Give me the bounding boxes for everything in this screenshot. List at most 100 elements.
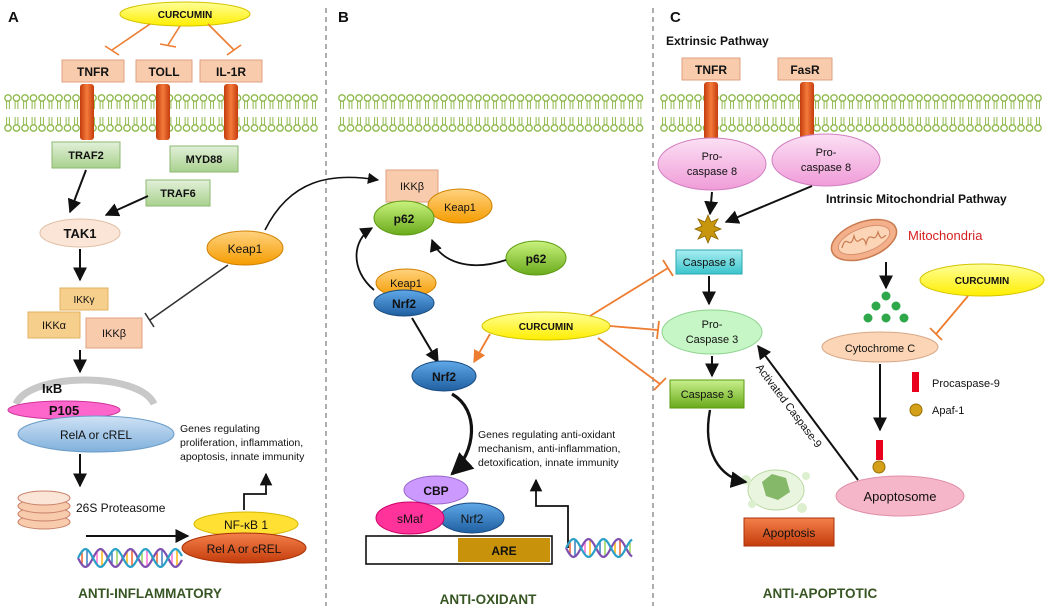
tak1-ellipse	[39, 218, 121, 248]
keap1-label-b: Keap1	[444, 202, 476, 214]
p62-label-free: p62	[526, 252, 547, 266]
procaspase8-left: Pro- caspase 8	[657, 137, 767, 191]
arrow-cycle	[355, 227, 375, 291]
rela-ellipse	[17, 415, 175, 453]
svg-text:IL-1R: IL-1R	[216, 65, 246, 79]
apoptosome-ellipse	[835, 475, 965, 517]
traf6-label: TRAF6	[160, 188, 195, 200]
apoptosome-label: Apoptosome	[864, 489, 937, 504]
svg-text:Pro-: Pro-	[816, 147, 837, 159]
cbp-ellipse	[403, 475, 469, 505]
svg-text:FasR: FasR	[790, 63, 820, 77]
ikk-gamma-box	[59, 287, 109, 311]
apoptosome-procaspase-icon	[876, 440, 883, 460]
arrow-transcription-b	[529, 478, 569, 548]
ikb-label: IκB	[42, 381, 62, 396]
caspase3-label: Caspase 3	[681, 389, 734, 401]
are-label: ARE	[491, 544, 516, 558]
panel-letter-a: A	[8, 9, 19, 26]
caspase3-box	[669, 379, 745, 409]
procaspase3-label-top: Pro-	[702, 319, 723, 331]
ikk-gamma-label: IKKγ	[73, 295, 94, 306]
activated-casp9-label: Activated Caspase-9	[753, 362, 824, 450]
curcumin-a-inhibitions	[104, 23, 242, 56]
nfkb1-label: NF-κB 1	[224, 518, 268, 532]
caspase8-box	[675, 249, 743, 275]
nrf2-ellipse-bound	[373, 289, 435, 317]
p62-ellipse-free	[505, 240, 567, 276]
procaspase3-ellipse	[661, 309, 763, 355]
myd88-box	[169, 145, 239, 173]
dna-helix-a	[77, 547, 183, 569]
activation-star-icon	[693, 213, 723, 245]
curcumin-label-a: CURCUMIN	[158, 10, 212, 21]
apoptotic-cell-icon	[741, 469, 810, 513]
keap1-ellipse-b	[427, 188, 493, 224]
arrow-traf2-tak1	[67, 169, 87, 214]
arrow-keap1-to-b	[264, 172, 380, 231]
arrow-nrf2-release	[411, 317, 439, 364]
proteasome-stack	[17, 490, 71, 530]
arrow-p62-recruit	[429, 238, 507, 267]
dna-helix-b	[565, 537, 633, 559]
ikk-beta-label-b: IKKβ	[400, 181, 424, 193]
receptor-tnfr-a: TNFR	[61, 59, 125, 140]
smaf-label: sMaf	[397, 512, 424, 526]
arrow-pc8-right-activation	[724, 185, 813, 224]
ikk-beta-label: IKKβ	[102, 328, 126, 340]
mitochondria-icon	[830, 218, 898, 262]
curcumin-b-to-c-inhibitions	[589, 259, 674, 391]
arrow-pc8-left-activation	[704, 191, 719, 216]
panel-letter-b: B	[338, 9, 349, 26]
ikk-alpha-label: IKKα	[42, 320, 67, 332]
svg-text:TNFR: TNFR	[77, 65, 109, 79]
apoptosome-apaf-icon	[872, 460, 886, 474]
nrf2-label-free: Nrf2	[432, 370, 456, 384]
title-anti-oxidant: ANTI-OXIDANT	[440, 592, 537, 607]
svg-text:caspase 8: caspase 8	[687, 166, 737, 178]
apaf1-label: Apaf-1	[932, 405, 964, 417]
keap1-label-a: Keap1	[228, 242, 263, 256]
svg-text:TOLL: TOLL	[148, 65, 179, 79]
receptor-tnfr-c: TNFR	[681, 57, 741, 140]
rela2-label: Rel A or cREL	[207, 542, 282, 556]
smaf-ellipse	[375, 501, 445, 535]
traf6-box	[145, 179, 211, 207]
curcumin-ellipse-a	[119, 1, 251, 27]
keap1-ellipse-a	[206, 230, 284, 266]
arrow-activated-casp9	[757, 344, 859, 481]
apoptosis-label: Apoptosis	[763, 526, 816, 540]
cytochrome-ellipse	[821, 331, 939, 363]
procaspase9-legend-icon	[912, 372, 919, 392]
ikb-arc	[12, 376, 158, 406]
rela2-ellipse	[181, 532, 307, 564]
curcumin-label-b: CURCUMIN	[519, 322, 573, 333]
procaspase3-label-bottom: Caspase 3	[686, 334, 739, 346]
arrow-traf6-tak1	[104, 195, 149, 217]
nrf2-label-complex: Nrf2	[461, 512, 484, 526]
keap1-inhibit-ikk	[144, 264, 229, 328]
title-anti-apoptotic: ANTI-APOPTOTIC	[763, 586, 878, 601]
apaf1-legend-icon	[909, 403, 923, 417]
nrf2-label-bound: Nrf2	[392, 297, 416, 311]
genes-text-a: Genes regulating proliferation, inflamma…	[180, 423, 306, 463]
caspase8-label: Caspase 8	[683, 257, 736, 269]
p62-label-complex: p62	[394, 212, 415, 226]
ikk-beta-box	[85, 317, 143, 349]
procaspase9-label: Procaspase-9	[932, 378, 1000, 390]
rela-label: RelA or cREL	[60, 428, 132, 442]
procaspase8-right: Pro- caspase 8	[771, 133, 881, 187]
svg-text:Pro-: Pro-	[702, 151, 723, 163]
cytochrome-label: Cytochrome C	[845, 343, 915, 355]
proteasome-label: 26S Proteasome	[76, 501, 166, 515]
arrow-transcription-a	[243, 472, 273, 510]
extrinsic-label: Extrinsic Pathway	[666, 34, 769, 48]
receptor-il1r-a: IL-1R	[199, 59, 263, 140]
curcumin-ellipse-c	[919, 263, 1045, 297]
p62-ellipse-complex	[373, 200, 435, 236]
mitochondria-label: Mitochondria	[908, 228, 983, 243]
ikk-alpha-box	[27, 311, 81, 339]
traf2-box	[51, 141, 121, 169]
receptor-fasr-c: FasR	[777, 57, 833, 140]
